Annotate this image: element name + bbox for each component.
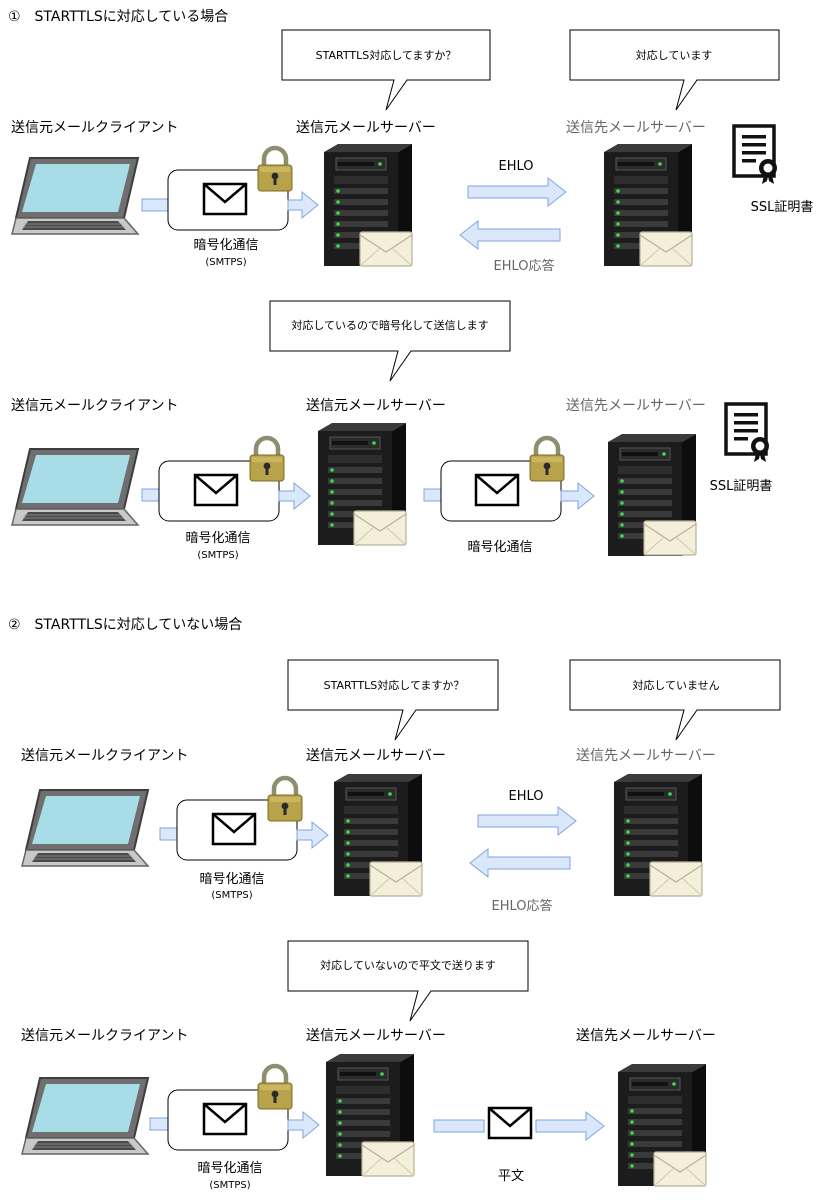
certificate-icon: [732, 124, 779, 186]
certificate-label: SSL証明書: [710, 479, 773, 494]
arrow-right: [535, 1110, 605, 1142]
src-server-label: 送信元メールサーバー: [306, 1028, 446, 1044]
client-label: 送信元メールクライアント: [21, 1028, 188, 1044]
step-1-2: 対応しているので暗号化して送信します 送信元メールクライアント 送信元メールサー…: [11, 300, 773, 561]
link-label: 暗号化通信: [197, 1161, 262, 1176]
envelope-icon: [643, 520, 697, 556]
arrow-connector: [433, 1119, 485, 1133]
bubble-text: STARTTLS対応してますか？: [316, 48, 457, 62]
envelope-icon: [369, 861, 423, 897]
mail-icon: [211, 812, 257, 846]
speech-bubble: 対応しているので暗号化して送信します: [269, 300, 511, 382]
step-2-1: STARTTLS対応してますか？ 対応していません 送信元メールクライアント 送…: [21, 659, 781, 914]
certificate-label: SSL証明書: [751, 200, 814, 215]
arrow-connector: [423, 488, 442, 502]
laptop-icon: [21, 1077, 149, 1155]
link-sublabel: (SMTPS): [197, 550, 238, 561]
speech-bubble: STARTTLS対応してますか？: [281, 29, 491, 111]
padlock-icon: [258, 1066, 292, 1109]
certificate-icon: [724, 402, 771, 464]
link-sublabel: (SMTPS): [205, 257, 246, 268]
arrow-right: [560, 481, 595, 511]
ehlo-reply-label: EHLO応答: [493, 258, 554, 274]
ehlo-reply-arrow: [469, 847, 571, 879]
envelope-icon: [359, 231, 413, 267]
envelope-icon: [649, 861, 703, 897]
ehlo-reply-label: EHLO応答: [491, 898, 552, 914]
arrow-right: [287, 1110, 320, 1140]
dst-server-label: 送信先メールサーバー: [576, 1028, 716, 1044]
laptop-icon: [21, 789, 149, 867]
dst-server-label: 送信先メールサーバー: [576, 748, 716, 764]
client-label: 送信元メールクライアント: [11, 398, 178, 414]
mail-icon: [487, 1106, 533, 1140]
bubble-text: 対応しているので暗号化して送信します: [291, 318, 488, 332]
dst-server-label: 送信先メールサーバー: [566, 398, 706, 414]
section-2-heading: ② STARTTLSに対応していない場合: [8, 617, 242, 633]
arrow-connector: [141, 488, 160, 502]
padlock-icon: [530, 438, 564, 481]
padlock-icon: [258, 148, 292, 191]
link-label: 暗号化通信: [199, 872, 264, 887]
src-server-label: 送信元メールサーバー: [296, 120, 436, 136]
arrow-connector: [141, 198, 169, 212]
relay-label: 暗号化通信: [467, 540, 532, 555]
ehlo-arrow: [467, 176, 567, 208]
ehlo-reply-arrow: [459, 219, 561, 251]
arrow-connector: [159, 827, 178, 841]
arrow-right: [278, 481, 311, 511]
section-1-heading: ① STARTTLSに対応している場合: [8, 9, 228, 25]
speech-bubble: 対応していません: [569, 659, 781, 741]
step-1-1: STARTTLS対応してますか？ 対応しています 送信元メールクライアント 送信…: [11, 29, 814, 274]
ehlo-label: EHLO: [498, 159, 533, 174]
bubble-text: STARTTLS対応してますか？: [324, 678, 465, 692]
client-label: 送信元メールクライアント: [21, 748, 188, 764]
arrow-right: [296, 820, 329, 850]
envelope-icon: [653, 1151, 707, 1187]
speech-bubble: STARTTLS対応してますか？: [287, 659, 499, 741]
step-2-2: 対応していないので平文で送ります 送信元メールクライアント 送信元メールサーバー…: [21, 940, 716, 1191]
mail-icon: [202, 1102, 248, 1136]
relay-label: 平文: [498, 1169, 524, 1184]
client-label: 送信元メールクライアント: [11, 120, 178, 136]
envelope-icon: [361, 1141, 415, 1177]
padlock-icon: [268, 778, 302, 821]
src-server-label: 送信元メールサーバー: [306, 748, 446, 764]
laptop-icon: [11, 157, 139, 235]
speech-bubble: 対応しています: [569, 29, 780, 111]
envelope-icon: [353, 510, 407, 546]
speech-bubble: 対応していないので平文で送ります: [287, 940, 529, 1022]
mail-icon: [202, 182, 248, 216]
link-sublabel: (SMTPS): [209, 1180, 250, 1191]
laptop-icon: [11, 448, 139, 526]
ehlo-arrow: [477, 805, 577, 837]
bubble-text: 対応していないので平文で送ります: [320, 958, 496, 972]
link-label: 暗号化通信: [185, 531, 250, 546]
bubble-text: 対応していません: [632, 678, 719, 692]
mail-icon: [474, 473, 520, 507]
link-label: 暗号化通信: [193, 238, 258, 253]
arrow-connector: [149, 1117, 169, 1131]
src-server-label: 送信元メールサーバー: [306, 398, 446, 414]
link-sublabel: (SMTPS): [211, 890, 252, 901]
bubble-text: 対応しています: [636, 48, 713, 62]
dst-server-label: 送信先メールサーバー: [566, 120, 706, 136]
padlock-icon: [250, 438, 284, 481]
arrow-right: [287, 190, 319, 220]
mail-icon: [193, 473, 239, 507]
envelope-icon: [639, 231, 693, 267]
ehlo-label: EHLO: [508, 789, 543, 804]
